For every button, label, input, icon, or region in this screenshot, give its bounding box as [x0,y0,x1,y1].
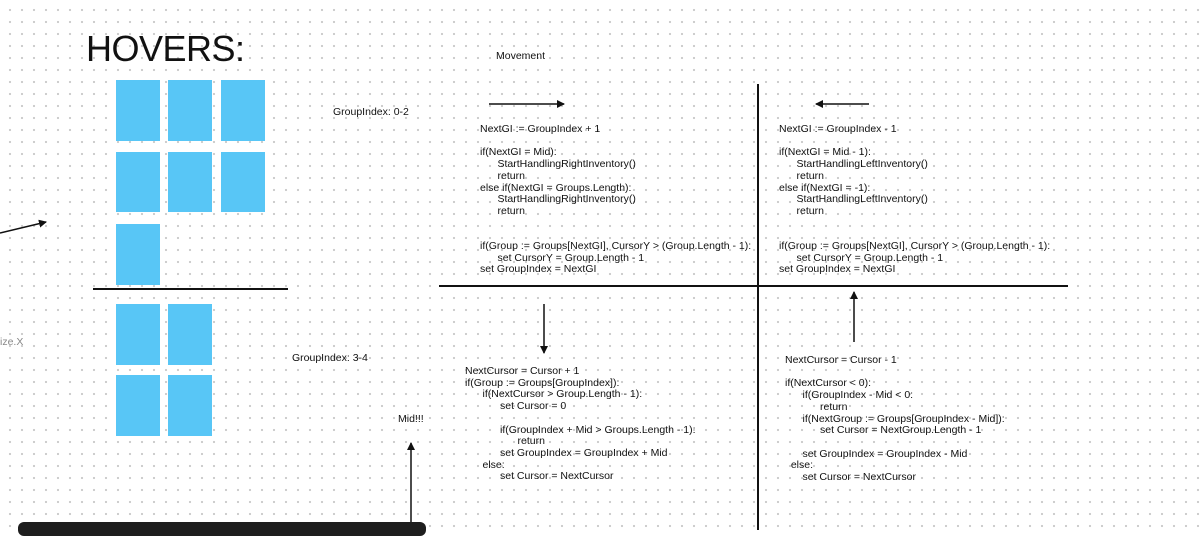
code-move-up: NextCursor = Cursor - 1 if(NextCursor < … [785,354,1005,484]
clipped-text-fragment: ize.X [0,336,24,348]
hover-tile[interactable] [221,80,265,141]
hover-tile[interactable] [168,375,212,436]
hover-tile[interactable] [221,152,265,212]
code-move-right: NextGI := GroupIndex + 1 if(NextGI = Mid… [480,123,752,276]
bottom-dark-bar [18,522,426,536]
group-index-label-top: GroupIndex: 0-2 [333,106,409,118]
hover-tile[interactable] [116,80,160,141]
hover-tile[interactable] [168,304,212,365]
page-title: HOVERS: [86,28,245,69]
hover-tile[interactable] [116,152,160,212]
code-move-left: NextGI := GroupIndex - 1 if(NextGI = Mid… [779,123,1051,276]
hover-tile[interactable] [116,224,160,285]
code-move-down: NextCursor = Cursor + 1 if(Group := Grou… [465,365,696,483]
group-index-label-bottom: GroupIndex: 3-4 [292,352,368,364]
hover-tile[interactable] [168,152,212,212]
hover-tile[interactable] [168,80,212,141]
hover-tile[interactable] [116,304,160,365]
arrow-diagonal-icon [0,219,47,234]
mid-label: Mid!!! [398,413,424,425]
quadrant-divider-vertical [757,84,759,530]
quadrant-divider-horizontal [439,285,1068,287]
group-divider [93,288,288,290]
movement-label: Movement [496,50,546,62]
hover-tile[interactable] [116,375,160,436]
